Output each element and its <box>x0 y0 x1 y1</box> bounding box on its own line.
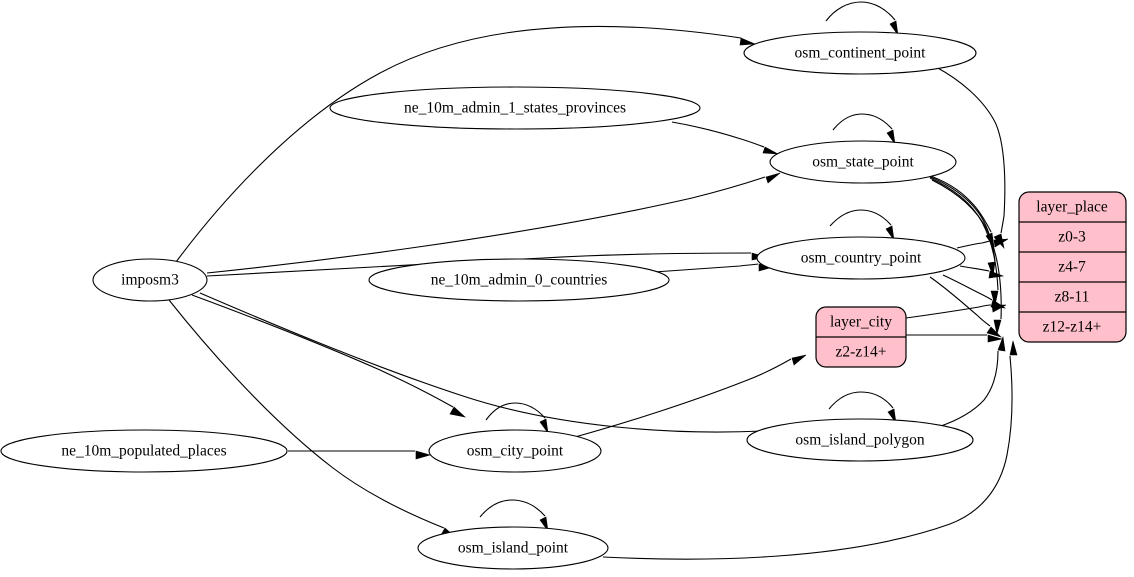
edge-imposm3-osm_city_point <box>191 294 454 408</box>
node-osm-country-point-shape[interactable] <box>756 236 966 280</box>
node-ne-10m-populated-places[interactable]: ne_10m_populated_places <box>0 429 288 473</box>
arrowhead-layer_city-layer_place-z12-z14 <box>987 334 1003 343</box>
edge-imposm3-osm_state_point <box>206 176 766 274</box>
node-osm-island-polygon[interactable]: osm_island_polygon <box>746 418 974 462</box>
arrowhead-osm_island_point-layer_place-z12-z14 <box>1009 340 1018 356</box>
node-osm-city-point[interactable]: osm_city_point <box>428 429 602 473</box>
arrowhead-layer_city-layer_place-z8-11 <box>991 304 1007 313</box>
edge-osm_state_point-layer_place-z12-z14 <box>931 179 1002 320</box>
node-layer: imposm3 ne_10m_admin_1_states_provinces … <box>0 31 1127 570</box>
node-osm-state-point[interactable]: osm_state_point <box>769 140 957 184</box>
arrowhead-osm_state_point-layer_place-z12-z14 <box>993 319 1002 335</box>
node-osm-island-point[interactable]: osm_island_point <box>417 526 609 570</box>
node-osm-country-point-label: osm_country_point <box>801 250 922 267</box>
edge-selfloop-osm_country_point <box>829 209 892 227</box>
arrowhead-selfloop-osm_country_point <box>885 225 895 241</box>
layer-city-row-z2-z14[interactable]: z2-z14+ <box>836 344 887 361</box>
edge-osm_state_point-layer_place-z4-7 <box>927 175 996 262</box>
node-osm-state-point-shape[interactable] <box>769 140 957 184</box>
node-imposm3-label: imposm3 <box>121 272 179 289</box>
arrowhead-osm_city_point-layer_city-z2-z14 <box>791 354 807 366</box>
layer-place-header-label: layer_place <box>1036 199 1108 216</box>
edge-osm_island_polygon-layer_place-z12-z14 <box>937 350 999 428</box>
arrowhead-selfloop-osm_island_point <box>539 516 549 532</box>
edge-layer_city-layer_place-z8-11 <box>905 304 992 319</box>
layer-city-header-label: layer_city <box>830 314 892 331</box>
edge-imposm3-osm_island_point <box>168 299 445 529</box>
arrowhead-ne_states-osm_state_point <box>762 146 779 155</box>
arrowhead-selfloop-osm_state_point <box>886 129 896 145</box>
node-ne-states-label: ne_10m_admin_1_states_provinces <box>404 100 626 117</box>
node-layer-place[interactable]: layer_place z0-3 z4-7 z8-11 z12-z14+ <box>1018 191 1127 343</box>
arrowhead-osm_country_point-layer_place-z0-3 <box>993 238 1009 248</box>
layer-place-row-z0-3[interactable]: z0-3 <box>1058 229 1086 246</box>
edge-selfloop-osm_island_polygon <box>828 391 894 410</box>
edge-osm_city_point-layer_city-z2-z14 <box>574 358 792 438</box>
edge-osm_country_point-layer_place-z4-7 <box>959 265 990 272</box>
node-ne-populated-label: ne_10m_populated_places <box>61 443 226 460</box>
node-osm-continent-point-shape[interactable] <box>743 31 977 75</box>
node-osm-city-point-shape[interactable] <box>428 429 602 473</box>
node-osm-island-point-shape[interactable] <box>417 526 609 570</box>
edge-osm_island_point-layer_place-z12-z14 <box>602 355 1013 560</box>
layer-place-body[interactable] <box>1018 191 1127 343</box>
arrowhead-selfloop-osm_city_point <box>539 418 549 434</box>
node-ne-countries-shape[interactable] <box>368 258 670 302</box>
edge-osm_continent_point-layer_place-z0-3 <box>935 66 1006 234</box>
node-osm-state-point-label: osm_state_point <box>812 154 914 171</box>
node-osm-continent-point[interactable]: osm_continent_point <box>743 31 977 75</box>
edge-osm_country_point-layer_place-z8-11 <box>942 274 993 301</box>
edge-selfloop-osm_island_point <box>479 499 546 518</box>
arrowhead-osm_island_polygon-layer_place-z12-z14 <box>997 335 1006 352</box>
node-ne-populated-shape[interactable] <box>0 429 288 473</box>
arrowhead-imposm3-osm_continent_point <box>739 37 756 46</box>
arrowhead-osm_country_point-layer_place-z12-z14 <box>986 326 1003 338</box>
edge-osm_state_point-layer_place-z0-3 <box>924 173 992 233</box>
edge-layer <box>168 1 1018 560</box>
node-osm-city-point-label: osm_city_point <box>467 443 564 460</box>
edge-osm_country_point-layer_place-z12-z14 <box>929 276 991 327</box>
node-osm-continent-point-label: osm_continent_point <box>795 45 927 62</box>
edge-selfloop-osm_continent_point <box>825 1 896 22</box>
node-ne-countries-label: ne_10m_admin_0_countries <box>431 272 608 289</box>
layer-place-row-z4-7[interactable]: z4-7 <box>1058 259 1086 276</box>
arrowhead-ne_populated-osm_city_point <box>415 450 432 460</box>
edge-imposm3-osm_continent_point <box>175 25 742 263</box>
arrowhead-osm_country_point-layer_place-z4-7 <box>988 270 1005 279</box>
arrowhead-imposm3-osm_state_point <box>765 172 781 184</box>
arrowhead-imposm3-osm_city_point <box>449 406 467 418</box>
edge-selfloop-osm_state_point <box>832 113 893 131</box>
edge-osm_country_point-layer_place-z0-3 <box>956 239 994 249</box>
node-ne-10m-admin-1-states-provinces[interactable]: ne_10m_admin_1_states_provinces <box>329 86 701 130</box>
edge-selfloop-osm_city_point <box>485 402 546 421</box>
layer-place-row-z12-z14[interactable]: z12-z14+ <box>1043 319 1102 336</box>
node-layer-city[interactable]: layer_city z2-z14+ <box>815 306 907 368</box>
node-osm-country-point[interactable]: osm_country_point <box>756 236 966 280</box>
node-osm-island-polygon-label: osm_island_polygon <box>795 432 924 449</box>
layer-place-row-z8-11[interactable]: z8-11 <box>1055 289 1090 306</box>
arrowhead-osm_state_point-layer_place-z8-11 <box>990 290 999 306</box>
node-osm-island-point-label: osm_island_point <box>458 540 569 557</box>
node-ne-10m-admin-0-countries[interactable]: ne_10m_admin_0_countries <box>368 258 670 302</box>
node-ne-states-shape[interactable] <box>329 86 701 130</box>
edge-ne_states-osm_state_point <box>671 121 765 148</box>
node-osm-island-polygon-shape[interactable] <box>746 418 974 462</box>
node-imposm3-shape[interactable] <box>92 258 208 302</box>
arrowhead-selfloop-osm_continent_point <box>889 20 899 36</box>
node-imposm3[interactable]: imposm3 <box>92 258 208 302</box>
edge-ne_countries-osm_country_point <box>653 263 759 273</box>
edge-imposm3-osm_island_polygon <box>199 292 764 433</box>
